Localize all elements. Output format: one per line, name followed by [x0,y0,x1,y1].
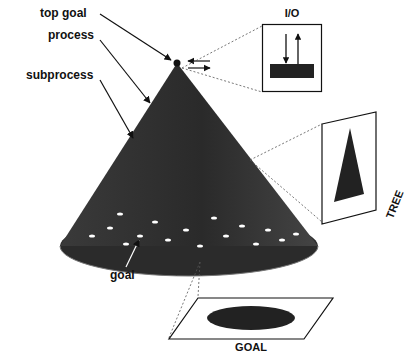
panel-heading: TREE [377,173,409,235]
part-label: subprocess [26,68,93,82]
leader-line [126,240,139,267]
part-label: process [48,28,94,42]
panel-outline [262,24,322,92]
cone-rim [60,246,318,276]
inset-panel: TREE [320,110,378,226]
panel-outline [320,110,378,226]
apex-dot [174,60,181,67]
panel-outline [168,297,334,340]
label-holder: goal [110,268,135,282]
label-holder: process [48,28,94,42]
part-label: goal [110,268,135,282]
leader-line [100,80,133,138]
inset-panel: I/O [262,24,322,92]
panel-heading: GOAL [168,341,334,354]
input-arrow [188,60,210,61]
panel-heading: I/O [262,7,322,20]
goal-dots [89,212,299,247]
part-label: top goal [40,6,87,20]
output-arrow [188,67,210,68]
label-holder: top goal [40,6,87,20]
zoom-lines [168,26,322,340]
label-holder: subprocess [26,68,93,82]
inset-panel: GOAL [168,297,334,340]
